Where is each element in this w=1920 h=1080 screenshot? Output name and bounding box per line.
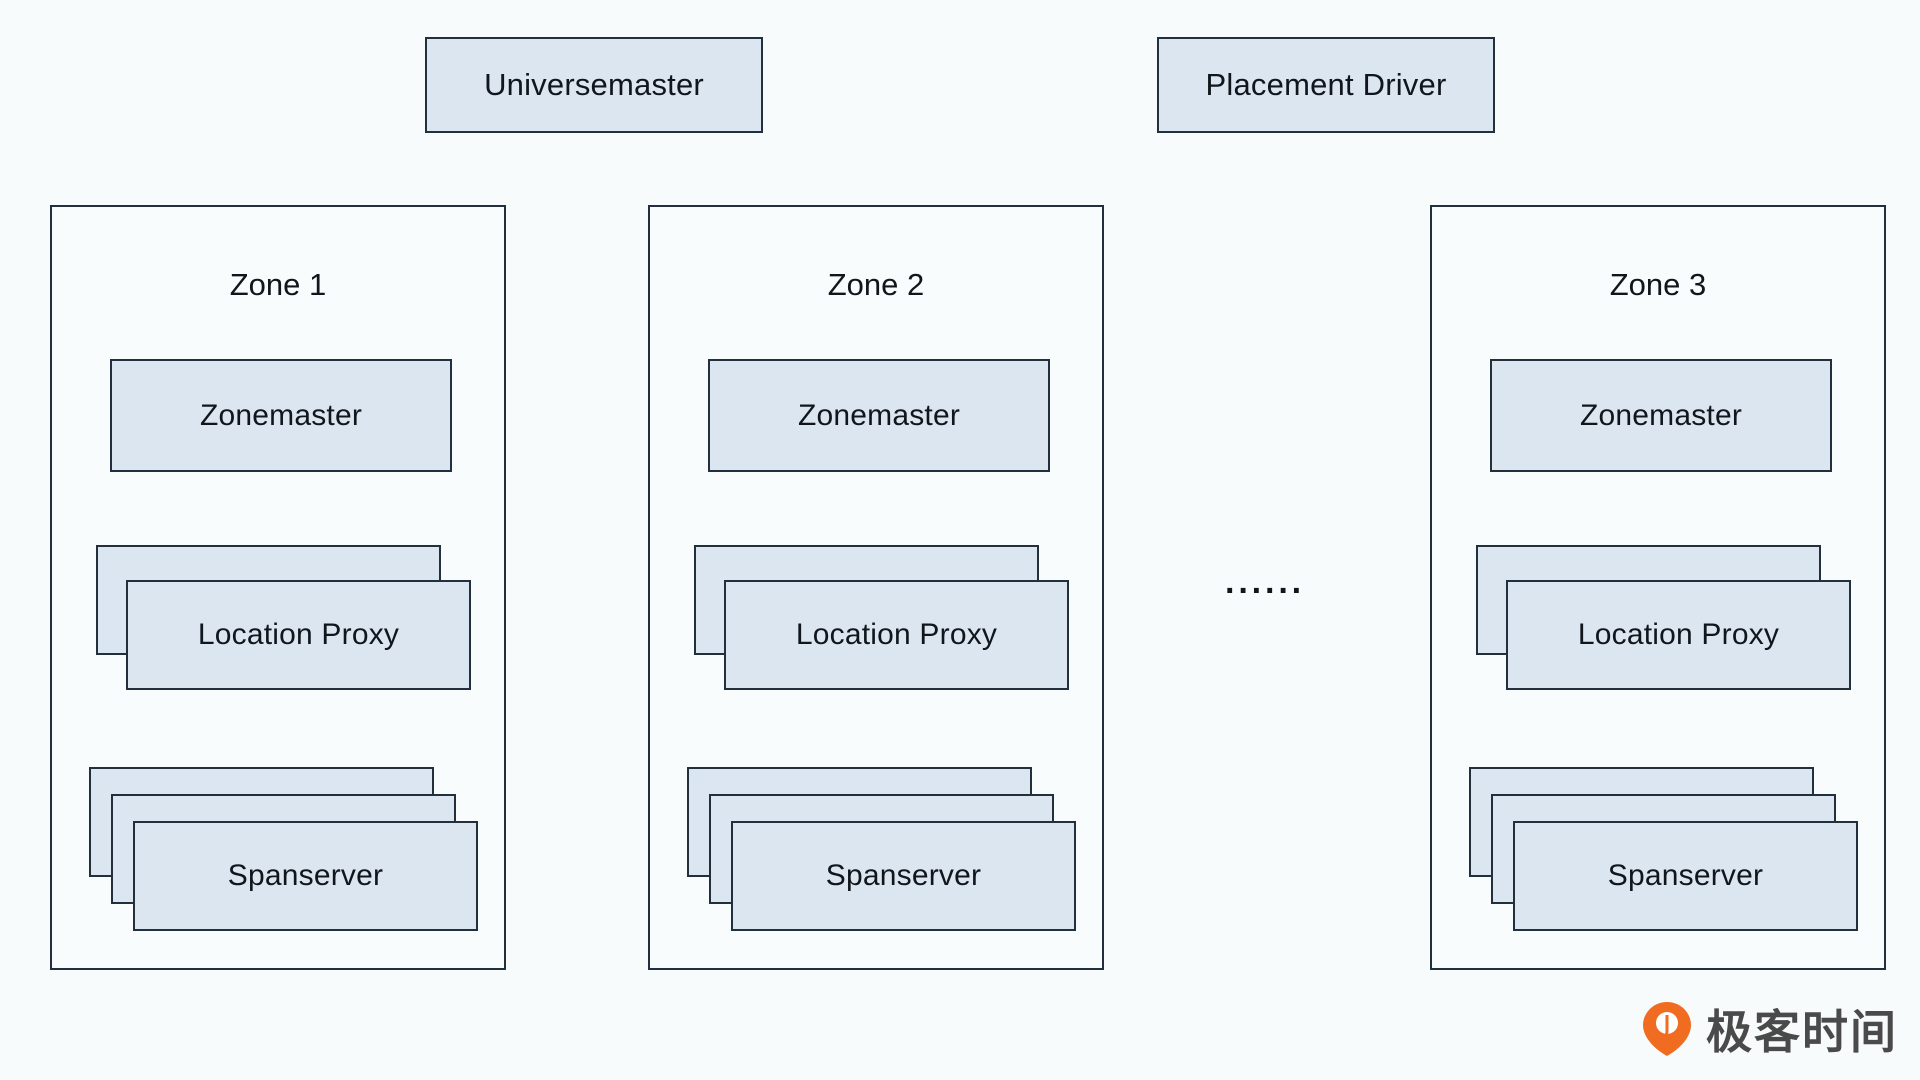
location-proxy-node-zone-2: Location Proxy <box>724 580 1069 690</box>
spanserver-stack-zone-3: Spanserver <box>1469 767 1869 932</box>
location-proxy-node-zone-1: Location Proxy <box>126 580 471 690</box>
spanserver-stack-zone-2: Spanserver <box>687 767 1087 932</box>
zonemaster-node-zone-2: Zonemaster <box>708 359 1050 472</box>
geektime-logo-icon <box>1640 1001 1694 1057</box>
universemaster-node: Universemaster <box>425 37 763 133</box>
watermark-text: 极客时间 <box>1706 1005 1898 1059</box>
spanserver-node-zone-2: Spanserver <box>731 821 1076 931</box>
zone-title-2: Zone 2 <box>827 267 925 302</box>
location-proxy-stack-zone-3: Location Proxy <box>1476 545 1856 690</box>
spanserver-stack-zone-1: Spanserver <box>89 767 489 932</box>
zonemaster-node-zone-1: Zonemaster <box>110 359 452 472</box>
spanserver-node-zone-3: Spanserver <box>1513 821 1858 931</box>
zone-title-3: Zone 3 <box>1609 267 1707 302</box>
zone-container-3: Zone 3 Zonemaster Location Proxy Spanser… <box>1430 205 1886 970</box>
zone-ellipsis: ······ <box>1225 572 1305 610</box>
location-proxy-stack-zone-1: Location Proxy <box>96 545 476 690</box>
zone-container-2: Zone 2 Zonemaster Location Proxy Spanser… <box>648 205 1104 970</box>
spanserver-node-zone-1: Spanserver <box>133 821 478 931</box>
placement-driver-node: Placement Driver <box>1157 37 1495 133</box>
watermark: 极客时间 <box>1640 996 1898 1062</box>
location-proxy-node-zone-3: Location Proxy <box>1506 580 1851 690</box>
zonemaster-node-zone-3: Zonemaster <box>1490 359 1832 472</box>
zone-container-1: Zone 1 Zonemaster Location Proxy Spanser… <box>50 205 506 970</box>
location-proxy-stack-zone-2: Location Proxy <box>694 545 1074 690</box>
zone-title-1: Zone 1 <box>229 267 327 302</box>
